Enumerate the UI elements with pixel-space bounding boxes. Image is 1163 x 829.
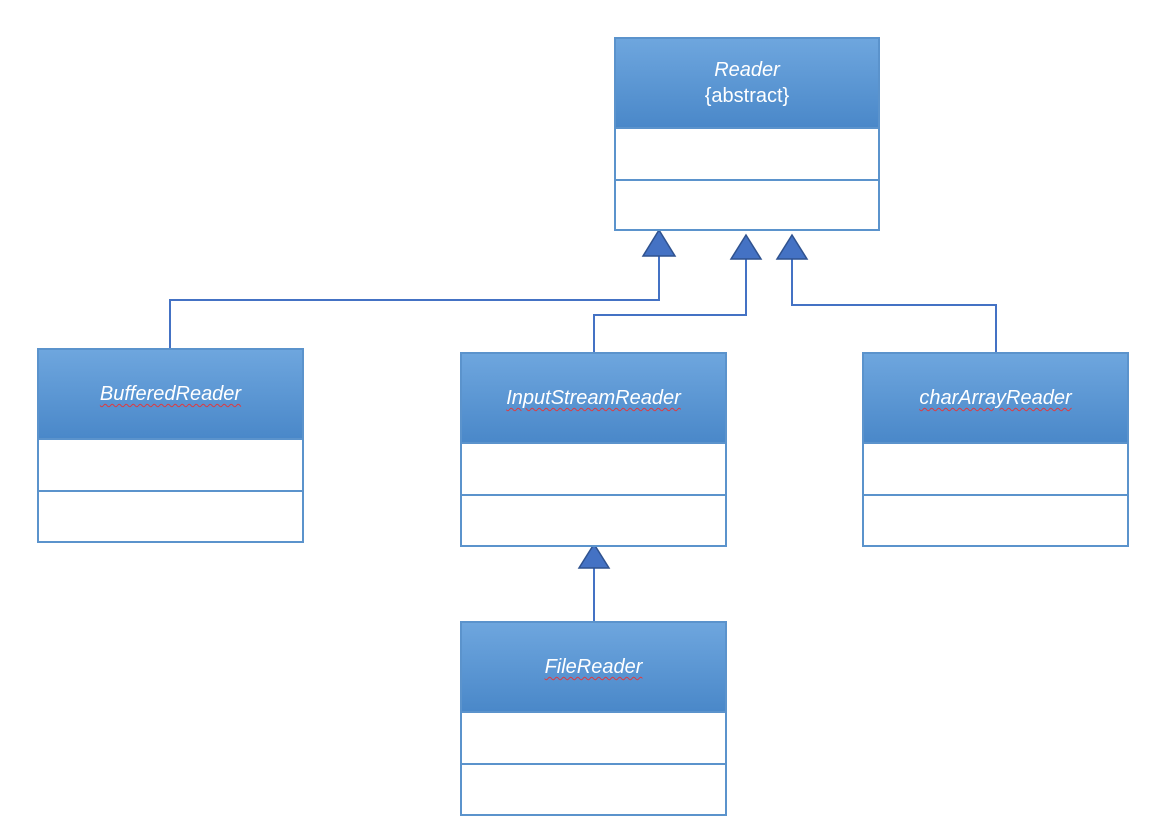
methods-section <box>462 496 725 545</box>
connector-inputstreamreader-to-reader <box>593 259 747 353</box>
class-name: BufferedReader <box>99 383 242 405</box>
attributes-section <box>39 440 302 492</box>
attributes-section <box>462 713 725 765</box>
class-name: charArrayReader <box>919 387 1072 409</box>
class-filereader-header: FileReader <box>462 623 725 713</box>
class-inputstreamreader-header: InputStreamReader <box>462 354 725 444</box>
class-reader[interactable]: Reader {abstract} <box>614 37 880 231</box>
class-filereader[interactable]: FileReader <box>460 621 727 816</box>
class-name: InputStreamReader <box>506 387 681 409</box>
attributes-section <box>616 129 878 181</box>
attributes-section <box>462 444 725 496</box>
inheritance-arrowhead-icon <box>641 228 677 257</box>
class-inputstreamreader[interactable]: InputStreamReader <box>460 352 727 547</box>
class-name: Reader <box>714 59 780 81</box>
connector-chararrayreader-to-reader <box>791 259 997 353</box>
class-bufferedreader-header: BufferedReader <box>39 350 302 440</box>
inheritance-arrowhead-icon <box>775 233 809 260</box>
methods-section <box>462 765 725 814</box>
class-name: FileReader <box>544 656 643 678</box>
methods-section <box>616 181 878 229</box>
attributes-section <box>864 444 1127 496</box>
methods-section <box>39 492 302 541</box>
class-stereotype: {abstract} <box>704 85 790 107</box>
inheritance-arrowhead-icon <box>577 542 611 569</box>
connector-bufferedreader-to-reader <box>169 256 660 350</box>
class-chararrayreader-header: charArrayReader <box>864 354 1127 444</box>
class-bufferedreader[interactable]: BufferedReader <box>37 348 304 543</box>
class-chararrayreader[interactable]: charArrayReader <box>862 352 1129 547</box>
inheritance-arrowhead-icon <box>729 233 763 260</box>
methods-section <box>864 496 1127 545</box>
class-reader-header: Reader {abstract} <box>616 39 878 129</box>
